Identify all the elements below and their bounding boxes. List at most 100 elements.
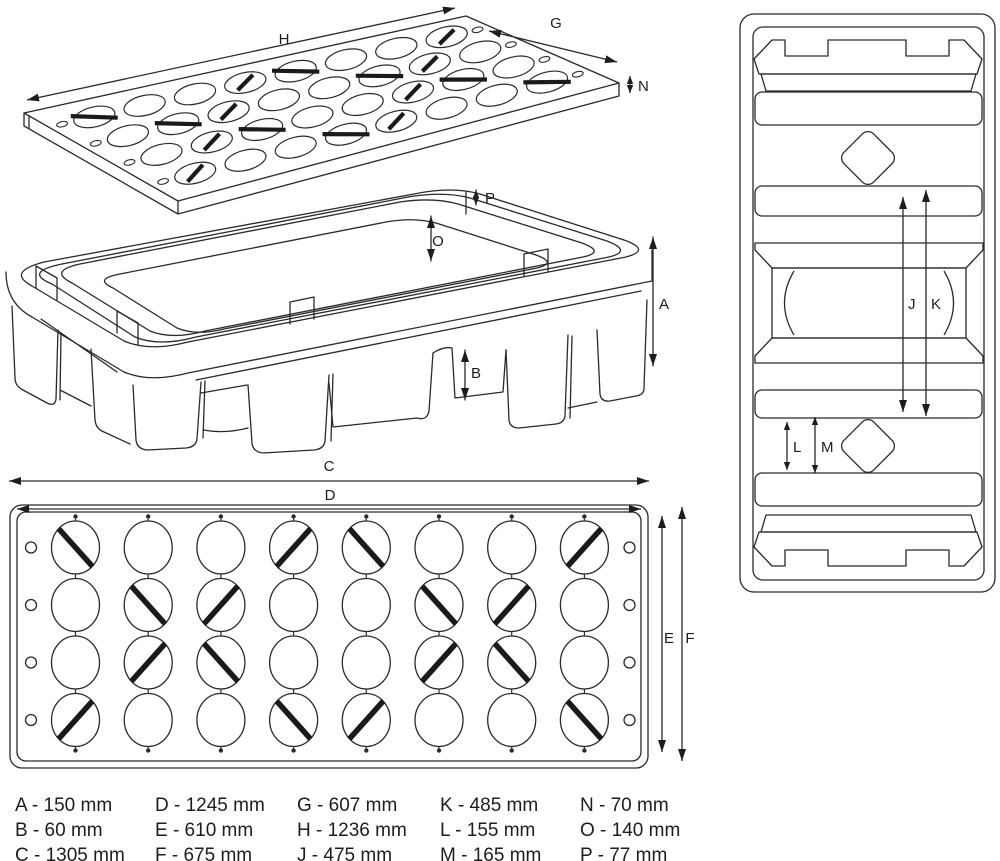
- dimension-label-N: N: [638, 78, 649, 95]
- rim-notch: [289, 296, 315, 325]
- index-dot: [436, 514, 442, 519]
- drum-position-slash: [387, 111, 406, 131]
- drum-position-slash: [492, 584, 531, 626]
- dimension-label-A: A: [659, 296, 669, 313]
- grate-hole: [559, 635, 610, 690]
- legend-item-J: J - 475 mm: [297, 845, 393, 861]
- index-dot: [582, 748, 587, 753]
- pallet-leg: [132, 381, 202, 451]
- legend-item-L: L - 155 mm: [440, 820, 536, 841]
- legend-item-D: D - 1245 mm: [155, 795, 265, 816]
- channel-arc-right: [943, 270, 955, 336]
- cross-rib: [754, 472, 983, 507]
- drawing-svg: H G N: [5, 6, 996, 769]
- index-dot: [364, 748, 369, 753]
- lid-hole: [173, 82, 217, 106]
- pallet-leg: [90, 348, 131, 445]
- drum-position-slash: [56, 526, 95, 569]
- lid-hole: [324, 122, 368, 146]
- grate-hole: [268, 635, 319, 690]
- lid-side-hole: [89, 139, 102, 147]
- castellated-rib-top: [753, 39, 983, 75]
- leg-recess: [567, 401, 598, 409]
- lid-hole: [475, 83, 518, 107]
- grate-hole: [341, 577, 391, 633]
- drum-position-slash: [186, 163, 205, 184]
- grate-hole: [341, 635, 391, 690]
- grate-hole: [50, 577, 101, 633]
- lid-side-hole: [56, 120, 69, 128]
- side-hole: [24, 598, 38, 612]
- legend-item-K: K - 485 mm: [440, 795, 539, 816]
- grate-holes-group: [24, 514, 636, 753]
- drum-position-slash: [129, 641, 168, 684]
- leg-edge: [330, 373, 334, 442]
- index-dot: [582, 514, 587, 519]
- dimension-label-C: C: [324, 458, 335, 475]
- lid-hole: [240, 117, 284, 142]
- pallet-plan-view: J K L M: [739, 13, 996, 593]
- rim-outer-edge: [20, 189, 640, 348]
- lid-hole: [526, 70, 569, 94]
- legend-item-E: E - 610 mm: [155, 820, 254, 841]
- index-dot: [291, 748, 296, 753]
- lid-hole: [190, 130, 233, 154]
- leg-recess: [59, 389, 92, 407]
- pallet-outer-border: [739, 13, 996, 593]
- drum-position-slash: [492, 641, 531, 684]
- grate-inner-border: [16, 511, 642, 762]
- lid-hole: [73, 105, 116, 129]
- lid-hole: [308, 76, 351, 100]
- dimension-arrow-H: [26, 6, 456, 102]
- dimension-label-H: H: [279, 31, 290, 48]
- side-hole: [623, 598, 636, 612]
- drum-position-slash: [419, 641, 459, 684]
- lid-hole: [492, 55, 535, 79]
- leg-edge: [569, 335, 573, 419]
- rim-notch: [116, 310, 139, 346]
- dimension-label-F: F: [685, 630, 694, 647]
- drum-position-slash: [202, 132, 222, 152]
- sump-pallet-perspective-view: P O A B: [5, 189, 669, 454]
- grate-hole: [487, 692, 537, 748]
- legend-item-O: O - 140 mm: [580, 820, 681, 841]
- index-dot: [218, 514, 224, 519]
- channel-arc-left: [783, 270, 795, 336]
- drum-position-slash: [238, 127, 286, 132]
- lid-hole: [106, 124, 150, 148]
- rim-band-bottom: [5, 249, 653, 379]
- pallet-inner-border: [752, 26, 985, 581]
- grate-hole: [123, 692, 173, 748]
- grate-hole: [559, 577, 610, 633]
- drum-position-slash: [201, 641, 240, 684]
- rim-notch: [35, 265, 58, 301]
- diamond-boss-top: [840, 130, 896, 186]
- lid-top-face: [23, 15, 620, 202]
- drum-position-slash: [420, 54, 439, 73]
- grate-hole: [414, 692, 464, 748]
- drum-position-slash: [565, 699, 604, 741]
- legend-item-C: C - 1305 mm: [15, 845, 125, 861]
- drum-position-slash: [347, 526, 386, 569]
- side-hole: [24, 656, 38, 669]
- chamfered-rib-lower: [754, 337, 984, 364]
- side-hole: [24, 713, 38, 727]
- rib-strip-bottom: [760, 514, 977, 533]
- dimension-label-D: D: [325, 487, 336, 504]
- legend-item-N: N - 70 mm: [580, 795, 669, 816]
- drum-position-slash: [404, 82, 423, 102]
- lid-hole: [174, 161, 217, 185]
- grate-hole: [196, 520, 246, 575]
- legend-item-B: B - 60 mm: [15, 820, 103, 841]
- lid-side-hole: [504, 41, 517, 48]
- legend-item-P: P - 77 mm: [580, 845, 668, 861]
- pallet-leg: [247, 374, 330, 454]
- grate-hole: [123, 520, 173, 575]
- lid-hole: [459, 40, 502, 64]
- legend-item-H: H - 1236 mm: [297, 820, 407, 841]
- index-dot: [364, 514, 369, 519]
- drum-position-slash: [565, 526, 604, 569]
